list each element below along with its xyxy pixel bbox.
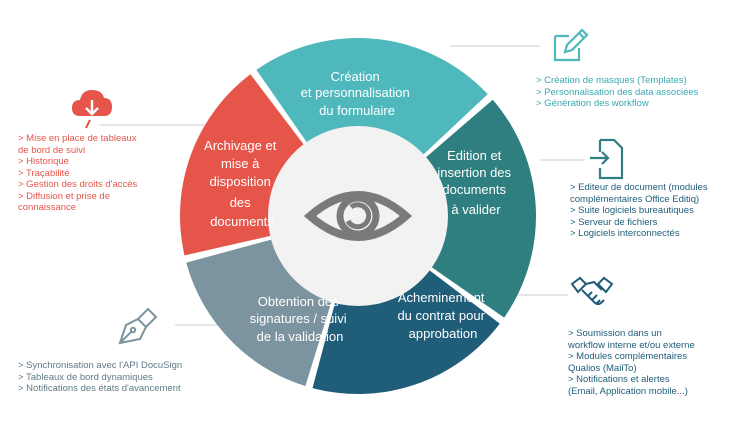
segment-archivage-label: Archivage et mise à disposition des docu… [204, 138, 280, 229]
note-line: > Soumission dans un [568, 328, 662, 339]
note-line: > Génération des workflow [536, 98, 649, 109]
label-line: mise à [221, 156, 260, 171]
note-line: Qualios (MailTo) [568, 362, 637, 374]
segment-acheminement [312, 269, 500, 394]
segment-creation-label: Création et personnalisation du formulai… [301, 69, 414, 118]
segment-archivage [179, 74, 305, 256]
notes-archivage: > Mise en place de tableaux de bord de s… [18, 133, 137, 214]
note-line: > Notifications des états d'avancement [18, 383, 181, 394]
note-line: > Mise en place de tableaux [18, 133, 137, 144]
cloud-download-icon [72, 90, 112, 129]
label-line: Acheminement [398, 290, 485, 305]
eye-icon [303, 191, 413, 241]
label-line: disposition [209, 174, 270, 189]
segment-acheminement-label: Acheminement du contrat pour approbation [397, 290, 488, 341]
label-line: des [230, 195, 251, 210]
note-line: > Serveur de fichiers [570, 216, 658, 228]
label-line: du formulaire [319, 103, 395, 118]
note-line: > Editeur de document (modules [570, 182, 708, 193]
note-line: > Tableaux de bord dynamiques [18, 371, 153, 383]
process-ring [179, 38, 536, 394]
notes-creation: > Création de masques (Templates) > Pers… [536, 75, 698, 110]
note-line: > Modules complémentaires [568, 351, 688, 362]
label-line: documents [442, 182, 506, 197]
label-line: signatures / suivi [250, 311, 347, 326]
label-line: insertion des [437, 165, 511, 180]
segment-obtention-label: Obtention des signatures / suivi de la v… [250, 294, 350, 344]
notes-acheminement: > Soumission dans un workflow interne et… [568, 328, 695, 397]
note-line: > Diffusion et prise de [18, 190, 110, 202]
notes-edition: > Editeur de document (modules complémen… [570, 182, 708, 240]
document-import-icon [590, 138, 624, 180]
handshake-icon [570, 276, 614, 305]
label-line: Archivage et [204, 138, 277, 153]
note-line: de bord de suivi [18, 144, 86, 156]
note-line: connaissance [18, 202, 77, 213]
notes-obtention: > Synchronisation avec l'API DocuSign > … [18, 360, 182, 395]
segment-edition-label: Edition et insertion des documents à val… [437, 148, 514, 217]
label-line: documents [210, 214, 274, 229]
label-line: approbation [409, 326, 478, 341]
note-line: > Personnalisation des data associées [536, 86, 699, 98]
segment-creation [256, 38, 488, 156]
note-line: > Création de masques (Templates) [536, 75, 687, 86]
segment-edition [424, 99, 536, 318]
label-line: Edition et [447, 148, 502, 163]
label-line: du contrat pour [397, 308, 485, 323]
label-line: de la validation [257, 329, 344, 344]
label-line: Création [331, 69, 380, 84]
label-line: et personnalisation [301, 85, 410, 100]
note-line: complémentaires Office Editiq) [570, 193, 700, 205]
segment-obtention [186, 239, 332, 387]
note-line: > Traçabilité [18, 167, 70, 179]
note-line: > Historique [18, 156, 69, 167]
label-line: Obtention des [258, 294, 339, 309]
note-line: > Suite logiciels bureautiques [570, 205, 694, 216]
note-line: > Logiciels interconnectés [570, 228, 680, 239]
edit-pencil-icon [553, 28, 589, 62]
note-line: (Email, Application mobile...) [568, 385, 688, 397]
fountain-pen-icon [118, 307, 158, 345]
note-line: > Synchronisation avec l'API DocuSign [18, 360, 183, 371]
center-disc [268, 126, 448, 306]
note-line: workflow interne et/ou externe [568, 339, 695, 351]
note-line: > Gestion des droits d'accès [18, 179, 138, 190]
label-line: à valider [451, 202, 501, 217]
note-line: > Notifications et alertes [568, 374, 670, 385]
